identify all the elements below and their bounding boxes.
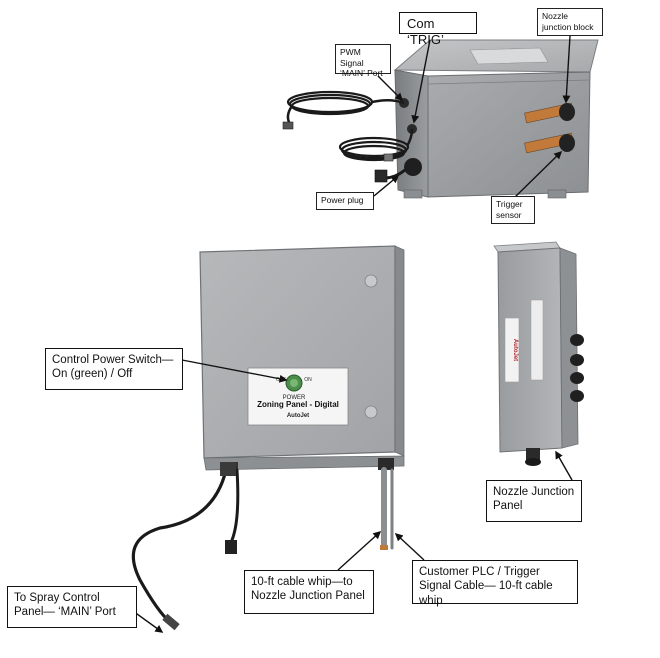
callout-com-trig: Com ‘TRIG’ — [399, 12, 477, 47]
callout-nozzle-junction-panel-text: Nozzle Junction Panel — [493, 486, 575, 513]
callout-pwm-signal-text: PWM Signal ‘MAIN’ Port — [340, 47, 383, 79]
arrow-power-plug — [373, 175, 400, 197]
callout-power-plug-text: Power plug — [321, 195, 364, 205]
junction-panel-brand: AutoJet — [512, 339, 518, 361]
callout-nozzle-junction-block: Nozzle junction block — [537, 8, 603, 36]
zoning-panel-title: Zoning Panel - Digital — [257, 400, 339, 409]
callout-cable-whip-text: 10-ft cable whip—to Nozzle Junction Pane… — [251, 576, 365, 603]
arrow-com-trig — [411, 39, 431, 124]
power-label: POWER — [283, 395, 306, 401]
top-enclosure — [393, 39, 599, 199]
callout-trigger-sensor: Trigger sensor — [491, 196, 535, 224]
trig-coiled-cable — [338, 128, 414, 162]
callout-pwm-signal: PWM Signal ‘MAIN’ Port — [335, 44, 391, 78]
callout-cable-whip: 10-ft cable whip—to Nozzle Junction Pane… — [244, 570, 374, 614]
callout-control-power-switch: Control Power Switch— On (green) / Off — [45, 348, 183, 390]
zoning-panel-enclosure — [199, 245, 405, 472]
callout-customer-plc-text: Customer PLC / Trigger Signal Cable— 10-… — [419, 566, 553, 607]
arrow-customer-plc — [394, 532, 425, 561]
nozzle-junction-block-glands — [524, 102, 575, 154]
power-cord — [230, 468, 240, 542]
zoning-panel-cables — [131, 462, 394, 631]
arrow-nozzle-block — [562, 35, 571, 104]
pwm-coiled-cable — [282, 90, 405, 130]
arrow-njp — [555, 450, 573, 481]
arrow-trigger-sensor — [513, 150, 563, 199]
callout-customer-plc: Customer PLC / Trigger Signal Cable— 10-… — [412, 560, 578, 607]
arrow-power-switch — [181, 359, 288, 383]
callout-nozzle-junction-block-text: Nozzle junction block — [542, 11, 594, 32]
leader-lines — [125, 35, 573, 633]
callout-power-plug: Power plug — [316, 192, 374, 210]
top-cables — [282, 90, 414, 183]
nozzle-junction-panel-enclosure — [493, 241, 584, 466]
callout-com-trig-text: Com ‘TRIG’ — [407, 16, 444, 48]
callout-spray-control: To Spray Control Panel— ‘MAIN’ Port — [7, 586, 137, 628]
main-port-cable — [131, 468, 228, 624]
arrow-pwm — [377, 75, 404, 102]
switch-on-label: ON — [304, 377, 312, 383]
zoning-panel-brand: AutoJet — [287, 413, 309, 419]
callout-control-power-switch-text: Control Power Switch— On (green) / Off — [52, 354, 174, 381]
callout-spray-control-text: To Spray Control Panel— ‘MAIN’ Port — [14, 592, 116, 619]
arrow-cable-whip — [337, 530, 382, 571]
callout-nozzle-junction-panel: Nozzle Junction Panel — [486, 480, 582, 522]
callout-trigger-sensor-text: Trigger sensor — [496, 199, 523, 220]
